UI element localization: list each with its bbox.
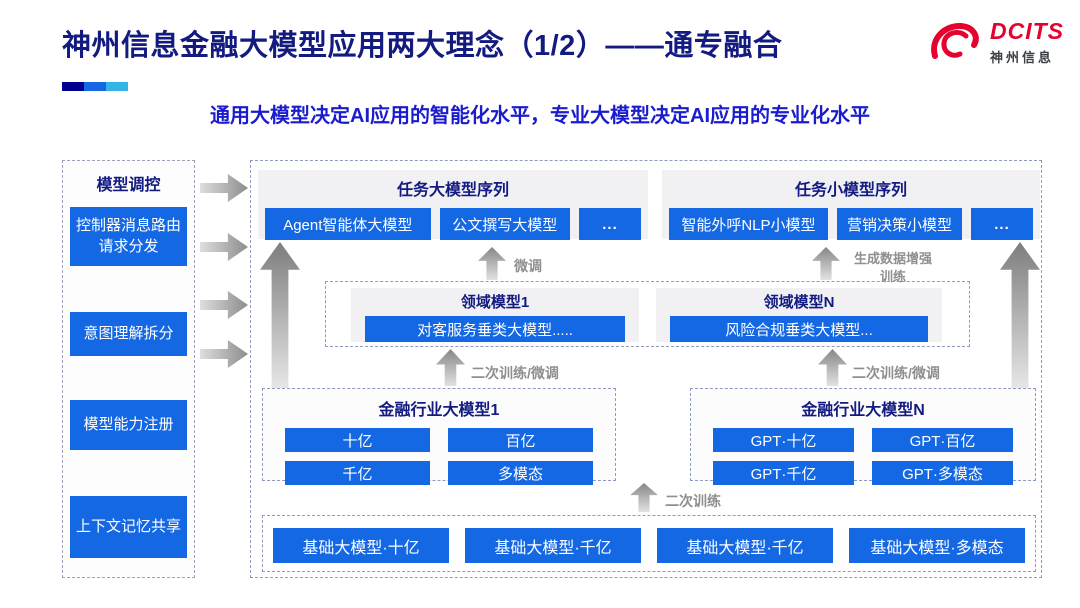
label-fine-tune: 微调 — [514, 258, 542, 274]
chip-base-model-hundred-billion: 基础大模型·千亿 — [657, 528, 833, 563]
industry-model-n-box: 金融行业大模型N GPT·十亿 GPT·百亿 GPT·千亿 GPT·多模态 — [690, 388, 1036, 485]
industry-model-1-title: 金融行业大模型1 — [378, 402, 500, 419]
chip-more-models: ... — [971, 208, 1033, 240]
domain-models-box: 领域模型1 对客服务垂类大模型..... 领域模型N 风险合规垂类大模型... — [325, 281, 970, 347]
chip-gpt-billion: GPT·十亿 — [713, 428, 854, 452]
chip-base-model-multimodal: 基础大模型·多模态 — [849, 528, 1025, 563]
task-large-model-group: 任务大模型序列 Agent智能体大模型 公文撰写大模型 ... — [258, 170, 648, 240]
arrow-right-icon — [200, 340, 248, 368]
chip-scale-hundred-billion: 千亿 — [285, 461, 430, 485]
logo-cn-name: 神州信息 — [990, 50, 1055, 65]
logo-text: DCITS 神州信息 — [990, 20, 1064, 66]
model-control-title: 模型调控 — [96, 177, 161, 194]
sidebar-item-context-memory: 上下文记忆共享 — [70, 496, 187, 558]
page-title: 神州信息金融大模型应用两大理念（1/2）——通专融合 — [62, 30, 783, 62]
label-gen-data-training: 生成数据增强 训练 — [853, 251, 932, 284]
task-large-model-row: Agent智能体大模型 公文撰写大模型 ... — [258, 200, 648, 240]
label-retrain-finetune-left: 二次训练/微调 — [471, 365, 559, 381]
arrow-right-icon — [200, 291, 248, 319]
label-retrain-finetune-right: 二次训练/微调 — [852, 365, 940, 381]
logo-wordmark: DCITS — [990, 18, 1064, 44]
industry-model-1-grid: 十亿 百亿 千亿 多模态 — [263, 420, 615, 485]
industry-model-1-box: 金融行业大模型1 十亿 百亿 千亿 多模态 — [262, 388, 616, 485]
chip-nlp-outbound-model: 智能外呼NLP小模型 — [669, 208, 828, 240]
sidebar-item-message-routing: 控制器消息路由请求分发 — [70, 207, 187, 266]
base-models-row: 基础大模型·十亿 基础大模型·千亿 基础大模型·千亿 基础大模型·多模态 — [263, 516, 1035, 563]
domain-model-n-title: 领域模型N — [763, 294, 835, 311]
chip-customer-service-vertical-model: 对客服务垂类大模型..... — [365, 316, 625, 342]
chip-base-model-billion: 基础大模型·十亿 — [273, 528, 449, 563]
chip-risk-compliance-vertical-model: 风险合规垂类大模型... — [670, 316, 928, 342]
chip-scale-billion: 十亿 — [285, 428, 430, 452]
task-small-model-title: 任务小模型序列 — [794, 182, 907, 199]
chip-scale-ten-billion: 百亿 — [448, 428, 593, 452]
sidebar-item-intent-split: 意图理解拆分 — [70, 312, 187, 356]
chip-gpt-multimodal: GPT·多模态 — [872, 461, 1013, 485]
accent-bar-segment — [106, 82, 128, 91]
chip-base-model-hundred-billion: 基础大模型·千亿 — [465, 528, 641, 563]
domain-model-1-panel: 领域模型1 对客服务垂类大模型..... — [351, 288, 639, 342]
sidebar-item-capability-register: 模型能力注册 — [70, 400, 187, 450]
task-small-model-row: 智能外呼NLP小模型 营销决策小模型 ... — [662, 200, 1040, 240]
chip-document-writing-model: 公文撰写大模型 — [439, 208, 570, 240]
accent-bar-segment — [84, 82, 106, 91]
dcits-logo: DCITS 神州信息 — [927, 20, 1064, 66]
chip-agent-large-model: Agent智能体大模型 — [265, 208, 431, 240]
task-large-model-title: 任务大模型序列 — [396, 182, 509, 199]
domain-model-1-title: 领域模型1 — [460, 294, 530, 311]
main-architecture-box — [250, 160, 1042, 578]
chip-scale-multimodal: 多模态 — [448, 461, 593, 485]
accent-bar — [62, 82, 128, 91]
domain-model-n-panel: 领域模型N 风险合规垂类大模型... — [656, 288, 942, 342]
base-models-box: 基础大模型·十亿 基础大模型·千亿 基础大模型·千亿 基础大模型·多模态 — [262, 515, 1036, 572]
task-small-model-group: 任务小模型序列 智能外呼NLP小模型 营销决策小模型 ... — [662, 170, 1040, 240]
slide-subtitle: 通用大模型决定AI应用的智能化水平，专业大模型决定AI应用的专业化水平 — [210, 105, 870, 127]
arrow-right-icon — [200, 233, 248, 261]
model-control-panel: 模型调控 控制器消息路由请求分发 意图理解拆分 模型能力注册 上下文记忆共享 — [62, 160, 195, 578]
chip-more-models: ... — [579, 208, 641, 240]
label-retrain: 二次训练 — [665, 493, 721, 509]
chip-gpt-ten-billion: GPT·百亿 — [872, 428, 1013, 452]
industry-model-n-title: 金融行业大模型N — [801, 402, 925, 419]
accent-bar-segment — [62, 82, 84, 91]
dcits-swirl-icon — [931, 23, 979, 59]
arrow-right-icon — [200, 174, 248, 202]
industry-model-n-grid: GPT·十亿 GPT·百亿 GPT·千亿 GPT·多模态 — [691, 420, 1035, 485]
chip-marketing-decision-model: 营销决策小模型 — [836, 208, 962, 240]
chip-gpt-hundred-billion: GPT·千亿 — [713, 461, 854, 485]
